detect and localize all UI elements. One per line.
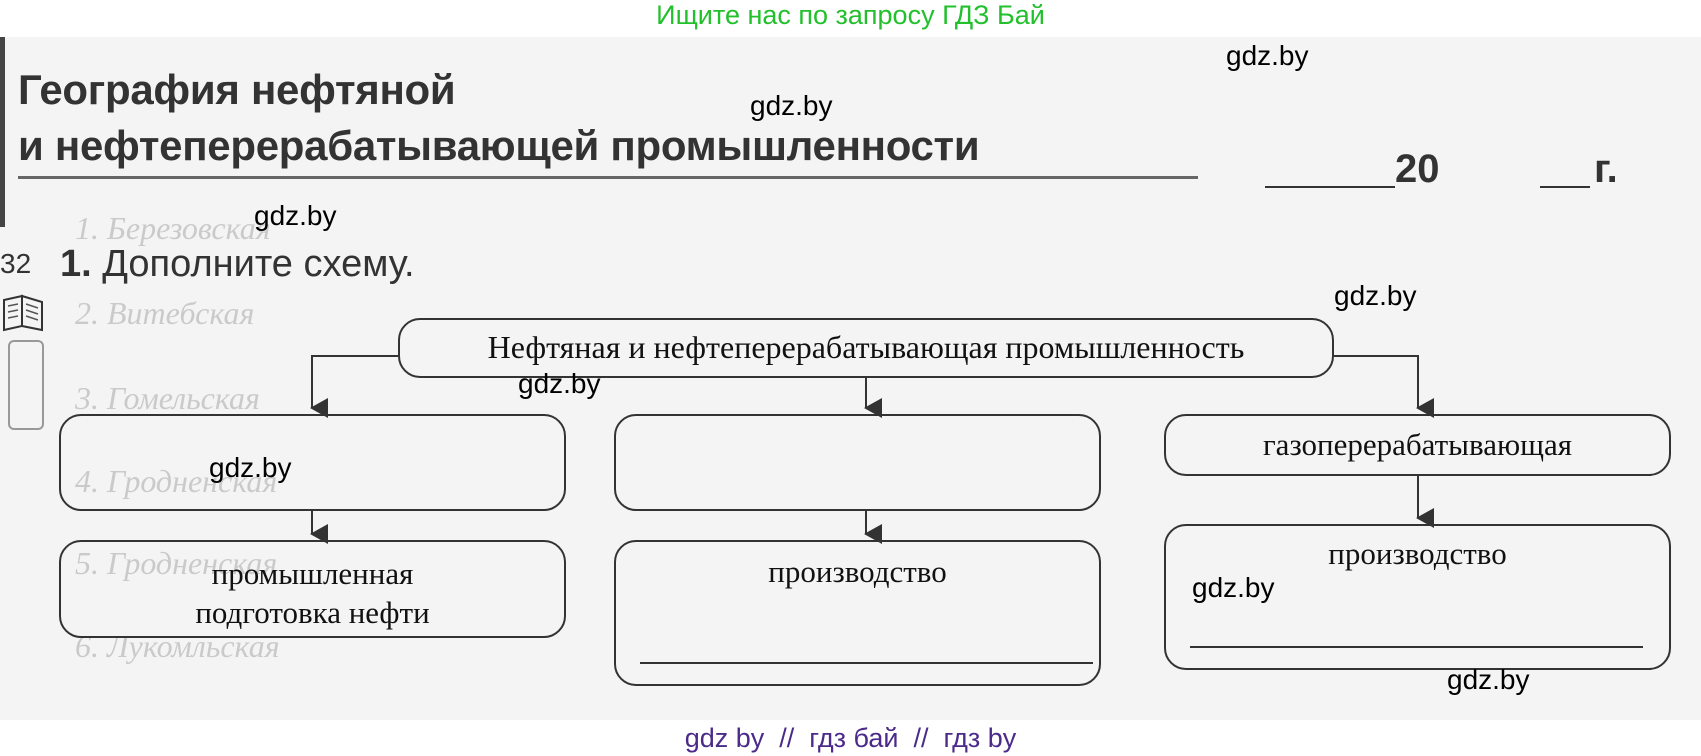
page-title: География нефтяной и нефтеперерабатывающ… — [18, 62, 980, 174]
bleed-through-2: 2. Витебская — [75, 295, 255, 331]
watermark: gdz.by — [1447, 664, 1530, 695]
year-suffix: г. — [1594, 147, 1618, 191]
page-number: 32 — [0, 248, 32, 279]
branch3-answer-line[interactable] — [1190, 646, 1643, 648]
year-blank-right[interactable] — [1540, 186, 1590, 188]
watermark: gdz.by — [518, 368, 601, 399]
title-underline — [18, 176, 1198, 179]
branch2-answer-box[interactable] — [614, 414, 1101, 511]
watermark: gdz.by — [254, 200, 337, 231]
branch1-sub-box: промышленная подготовка нефти — [59, 540, 566, 638]
bleed-through-5: 5. Гродненская — [75, 545, 278, 581]
branch2-sub-box: производство — [614, 540, 1101, 686]
branch1-sub-line2: подготовка нефти — [195, 595, 430, 630]
watermark: gdz.by — [1192, 572, 1275, 603]
page-edge-bar — [0, 37, 5, 227]
title-line-1: География нефтяной — [18, 66, 456, 113]
branch2-answer-line[interactable] — [640, 662, 1093, 664]
watermark: gdz.by — [1334, 280, 1417, 311]
year-number: 20 — [1395, 147, 1440, 191]
connector-root-branch3 — [1334, 355, 1434, 418]
branch3-sub-label: производство — [1328, 536, 1507, 571]
top-banner: Ищите нас по запросу ГДЗ Бай — [656, 0, 1045, 30]
watermark: gdz.by — [1226, 40, 1309, 71]
connector-root-branch1 — [310, 355, 398, 418]
bleed-through-6: 6. Лукомльская — [75, 628, 280, 664]
branch1-answer-box[interactable] — [59, 414, 566, 511]
margin-tab-icon — [8, 340, 44, 430]
bleed-through-4: 4. Гродненская — [75, 463, 278, 499]
branch2-sub-label: производство — [768, 554, 947, 589]
year-blank-left — [1265, 186, 1395, 188]
book-icon — [3, 294, 43, 332]
bottom-banner: gdz by // гдз бай // гдз by — [684, 723, 1017, 753]
bleed-through-1: 1. Березовская — [75, 210, 271, 246]
task-text: Дополните схему. — [102, 243, 415, 285]
branch3-sub-box: производство — [1164, 524, 1671, 670]
watermark: gdz.by — [750, 90, 833, 121]
bleed-through-3: 3. Гомельская — [75, 380, 260, 416]
title-line-2: и нефтеперерабатывающей промышленности — [18, 122, 980, 169]
watermark: gdz.by — [209, 452, 292, 483]
branch3-label-box: газоперерабатывающая — [1164, 414, 1671, 476]
task-heading: 1. Дополните схему. — [60, 243, 415, 286]
scheme-root-box: Нефтяная и нефтеперерабатывающая промышл… — [398, 318, 1334, 378]
task-number: 1. — [60, 243, 92, 285]
branch1-sub-line1: промышленная — [211, 556, 414, 591]
